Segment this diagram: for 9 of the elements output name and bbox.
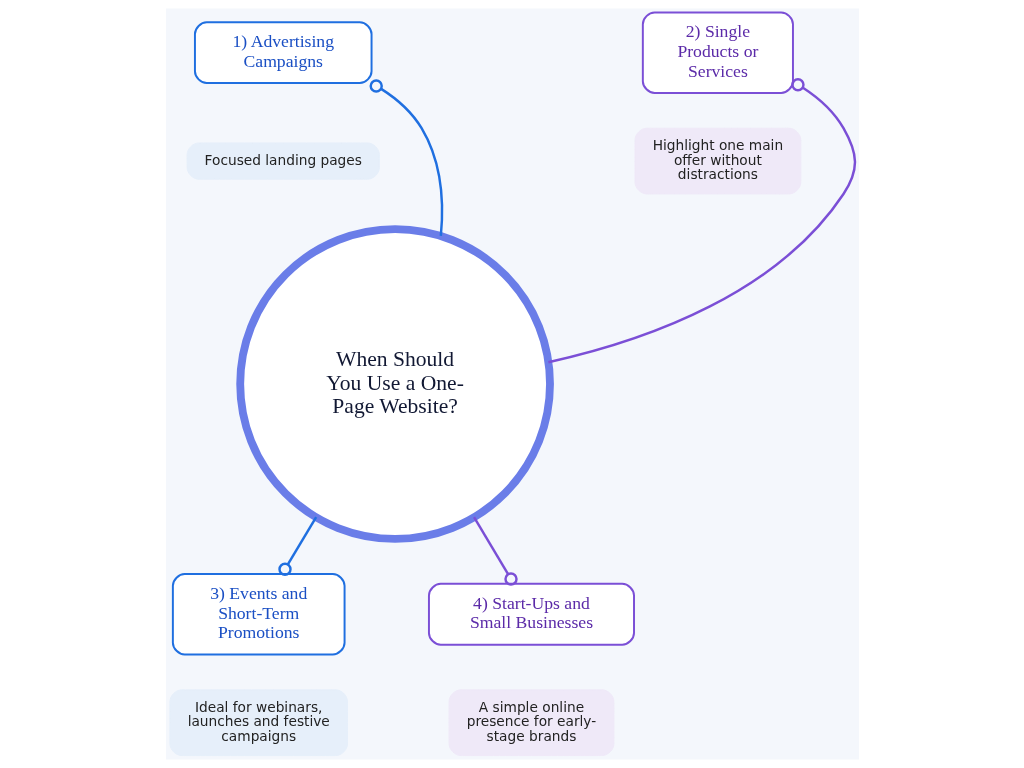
connector	[277, 516, 317, 576]
connector	[472, 516, 518, 586]
node-box: 4) Start-Ups and Small Businesses	[427, 582, 635, 646]
connector	[369, 79, 443, 237]
node-box: 1) Advertising Campaigns	[193, 21, 373, 85]
node-box: 2) Single Products or Services	[641, 11, 794, 94]
node-box: 3) Events and Short-Term Promotions	[171, 573, 346, 656]
node-circle: When Should You Use a One-Page Website?	[235, 225, 554, 543]
connector	[547, 78, 856, 364]
